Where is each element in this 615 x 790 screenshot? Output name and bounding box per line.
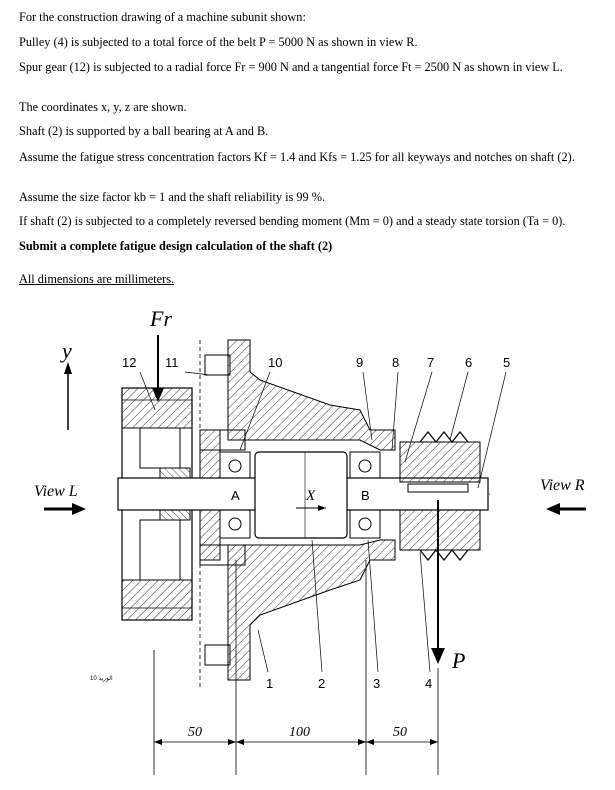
view-right-label: View R [540,477,585,494]
part-label-8: 8 [392,355,399,370]
part-label-1: 1 [266,676,273,691]
coords-text: The coordinates x, y, z are shown. [19,100,187,114]
pulley-text: Pulley (4) is subjected to a total force… [19,35,418,49]
view-left-arrowhead [72,503,86,515]
leader-lines [139,371,507,673]
part-numbers-bottom: 1 2 3 4 [266,676,432,691]
force-p-label: P [451,648,465,673]
bearing-b-label: B [361,488,370,503]
task-text: Submit a complete fatigue design calcula… [19,239,333,253]
part-label-6: 6 [465,355,472,370]
view-right-arrowhead [546,503,560,515]
bearings-text: Shaft (2) is supported by a ball bearing… [19,124,269,138]
dimension-arrowheads [154,739,438,745]
intro-text: For the construction drawing of a machin… [19,10,306,24]
shaft-2 [117,451,489,539]
assembly-drawing: 12 11 10 9 8 7 6 5 1 2 3 4 A B X y Fr P … [34,306,586,775]
part-label-7: 7 [427,355,434,370]
loading-text: If shaft (2) is subjected to a completel… [19,214,566,228]
bearing-a-label: A [231,488,240,503]
fatigue-text: Assume the fatigue stress concentration … [19,150,575,164]
dimension-label-1: 50 [188,725,202,740]
view-left-label: View L [34,483,78,500]
part-label-5: 5 [503,355,510,370]
part-label-10: 10 [268,355,282,370]
size-factor-text: Assume the size factor kb = 1 and the sh… [19,190,326,204]
part-numbers-top: 12 11 10 9 8 7 6 5 [122,355,510,370]
part-label-9: 9 [356,355,363,370]
force-fr-label: Fr [149,306,172,331]
part-label-3: 3 [373,676,380,691]
part-label-11: 11 [165,355,179,370]
force-p-arrowhead [431,648,445,664]
dimension-lines [153,560,439,775]
part-label-12: 12 [122,355,136,370]
x-axis-arrowhead [318,505,326,511]
part-label-4: 4 [425,676,432,691]
spur-gear-12 [121,387,193,621]
part-label-2: 2 [318,676,325,691]
y-axis-label: y [60,338,72,363]
units-text: All dimensions are millimeters. [19,272,175,286]
gear-text: Spur gear (12) is subjected to a radial … [19,60,563,74]
small-note: 10 الوريد [90,675,113,682]
dimension-label-2: 100 [289,725,310,740]
pulley-4 [399,431,481,561]
force-fr-arrowhead [152,388,164,402]
y-axis-arrowhead [64,362,72,374]
dimension-label-3: 50 [393,725,407,740]
x-axis-label: X [305,488,316,504]
